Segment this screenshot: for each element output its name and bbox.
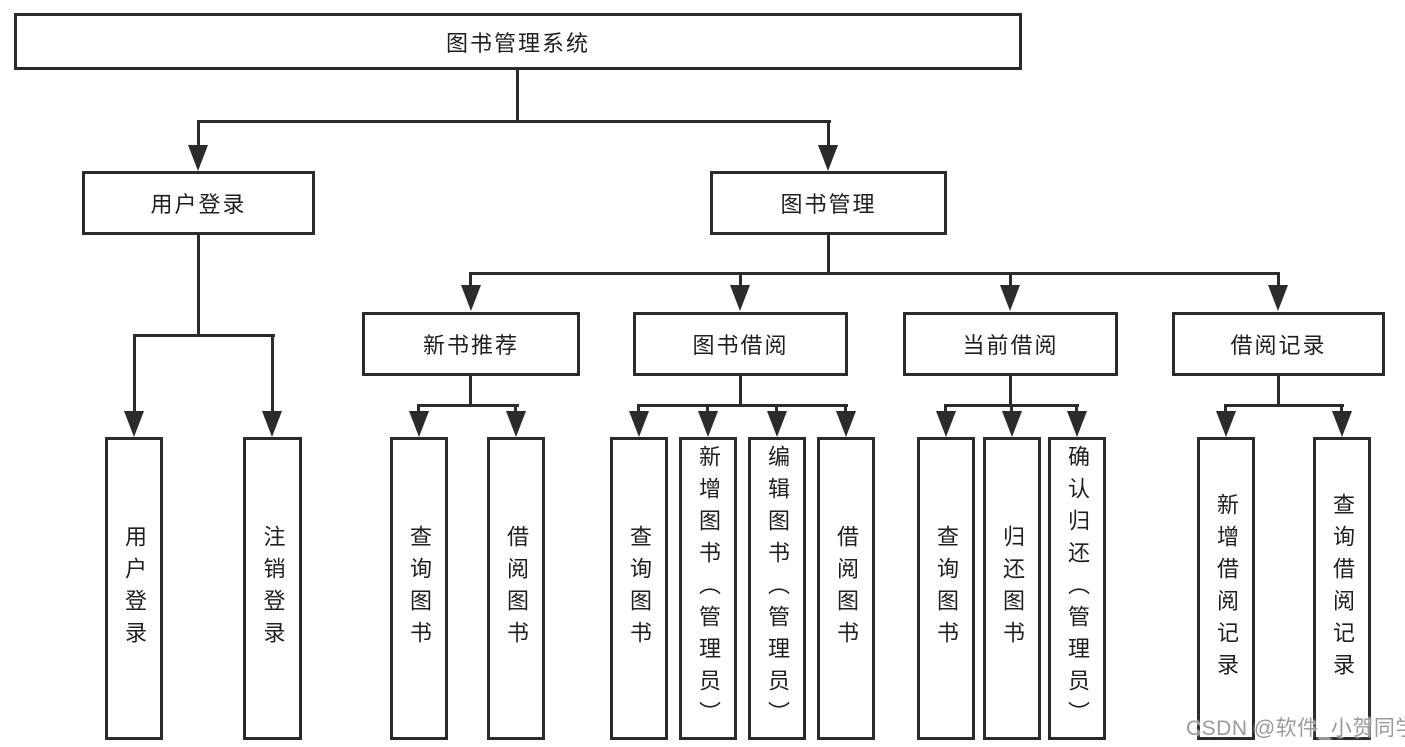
connector-vline <box>1277 376 1280 406</box>
leaf-query-books-current: 查询图书 <box>917 437 975 740</box>
connector-vline <box>1277 272 1280 290</box>
leaf-query-books-new-label: 查询图书 <box>407 524 432 653</box>
leaf-query-books-current-label: 查询图书 <box>934 524 959 653</box>
connector-vline <box>827 235 830 275</box>
connector-vline <box>739 376 742 406</box>
arrow-down-icon <box>936 411 956 437</box>
arrow-down-icon <box>1332 411 1352 437</box>
arrow-down-icon <box>188 145 208 171</box>
arrow-down-icon <box>262 411 282 437</box>
arrow-down-icon <box>629 411 649 437</box>
node-root: 图书管理系统 <box>14 13 1022 70</box>
connector-vline <box>469 376 472 406</box>
connector-vline <box>417 404 420 416</box>
node-book-management-label: 图书管理 <box>780 192 877 217</box>
arrow-down-icon <box>698 411 718 437</box>
node-new-book-recommend-label: 新书推荐 <box>422 333 519 358</box>
connector-hline <box>469 272 1280 275</box>
leaf-return-book-label: 归还图书 <box>1000 524 1025 653</box>
leaf-query-borrow-record-label: 查询借阅记录 <box>1330 492 1355 685</box>
connector-vline <box>827 120 830 150</box>
leaf-user-login: 用户登录 <box>105 437 163 740</box>
connector-hline <box>637 404 848 407</box>
node-borrow-records: 借阅记录 <box>1172 312 1385 376</box>
arrow-down-icon <box>124 411 144 437</box>
leaf-borrow-books-new: 借阅图书 <box>487 437 545 740</box>
arrow-down-icon <box>1216 411 1236 437</box>
connector-hline <box>133 334 275 337</box>
connector-hline <box>197 120 831 123</box>
connector-vline <box>197 235 200 337</box>
connector-vline <box>133 334 136 414</box>
leaf-query-books-borrow-label: 查询图书 <box>627 524 652 653</box>
leaf-logout: 注销登录 <box>243 437 302 740</box>
arrow-down-icon <box>461 285 481 311</box>
connector-vline <box>197 120 200 150</box>
node-current-borrow: 当前借阅 <box>903 312 1118 376</box>
leaf-return-book: 归还图书 <box>983 437 1041 740</box>
arrow-down-icon <box>818 145 838 171</box>
node-book-borrow-label: 图书借阅 <box>692 333 789 358</box>
arrow-down-icon <box>767 411 787 437</box>
connector-vline <box>516 70 519 122</box>
arrow-down-icon <box>730 285 750 311</box>
connector-vline <box>706 404 709 416</box>
leaf-add-borrow-record: 新增借阅记录 <box>1197 437 1255 740</box>
arrow-down-icon <box>506 411 526 437</box>
leaf-borrow-books-borrow: 借阅图书 <box>817 437 875 740</box>
connector-vline <box>844 404 847 416</box>
node-book-borrow: 图书借阅 <box>633 312 848 376</box>
connector-vline <box>775 404 778 416</box>
connector-vline <box>1340 404 1343 416</box>
connector-vline <box>637 404 640 416</box>
connector-vline <box>1075 404 1078 416</box>
leaf-add-borrow-record-label: 新增借阅记录 <box>1214 492 1239 685</box>
leaf-add-book-admin-label: 新增图书（管理员） <box>696 444 721 733</box>
leaf-borrow-books-borrow-label: 借阅图书 <box>834 524 859 653</box>
connector-vline <box>1009 376 1012 406</box>
node-user-login-label: 用户登录 <box>150 192 247 217</box>
leaf-edit-book-admin: 编辑图书（管理员） <box>748 437 806 740</box>
leaf-logout-label: 注销登录 <box>260 524 286 653</box>
leaf-query-books-new: 查询图书 <box>390 437 448 740</box>
connector-vline <box>1010 404 1013 416</box>
node-user-login: 用户登录 <box>82 171 315 235</box>
connector-vline <box>944 404 947 416</box>
connector-vline <box>1224 404 1227 416</box>
leaf-confirm-return-admin: 确认归还（管理员） <box>1048 437 1106 740</box>
leaf-confirm-return-admin-label: 确认归还（管理员） <box>1065 444 1090 733</box>
arrow-down-icon <box>1067 411 1087 437</box>
connector-vline <box>271 334 274 414</box>
leaf-borrow-books-new-label: 借阅图书 <box>504 524 529 653</box>
leaf-add-book-admin: 新增图书（管理员） <box>679 437 737 740</box>
node-current-borrow-label: 当前借阅 <box>962 333 1059 358</box>
arrow-down-icon <box>409 411 429 437</box>
node-book-management: 图书管理 <box>710 171 947 235</box>
connector-vline <box>739 272 742 290</box>
connector-vline <box>469 272 472 290</box>
leaf-query-borrow-record: 查询借阅记录 <box>1313 437 1371 740</box>
arrow-down-icon <box>836 411 856 437</box>
connector-hline <box>1224 404 1344 407</box>
connector-vline <box>514 404 517 416</box>
csdn-watermark: CSDN @软件_小贺同学 <box>1186 717 1405 740</box>
leaf-query-books-borrow: 查询图书 <box>610 437 668 740</box>
connector-hline <box>417 404 519 407</box>
leaf-user-login-label: 用户登录 <box>122 524 147 653</box>
connector-vline <box>1009 272 1012 290</box>
arrow-down-icon <box>1268 285 1288 311</box>
node-new-book-recommend: 新书推荐 <box>362 312 580 376</box>
node-root-label: 图书管理系统 <box>445 30 590 56</box>
leaf-edit-book-admin-label: 编辑图书（管理员） <box>765 444 790 733</box>
arrow-down-icon <box>1002 411 1022 437</box>
arrow-down-icon <box>1000 285 1020 311</box>
node-borrow-records-label: 借阅记录 <box>1230 333 1327 358</box>
